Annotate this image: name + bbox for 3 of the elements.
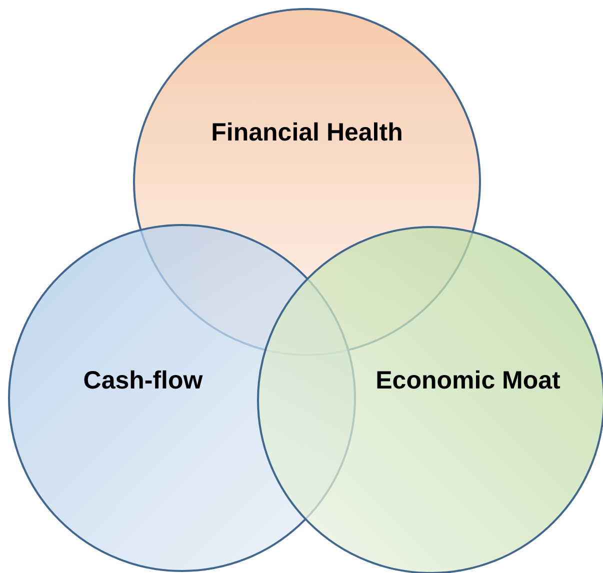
- circle-label: Financial Health: [211, 118, 403, 148]
- circle-label: Economic Moat: [376, 366, 560, 396]
- circle-label: Cash-flow: [83, 366, 203, 396]
